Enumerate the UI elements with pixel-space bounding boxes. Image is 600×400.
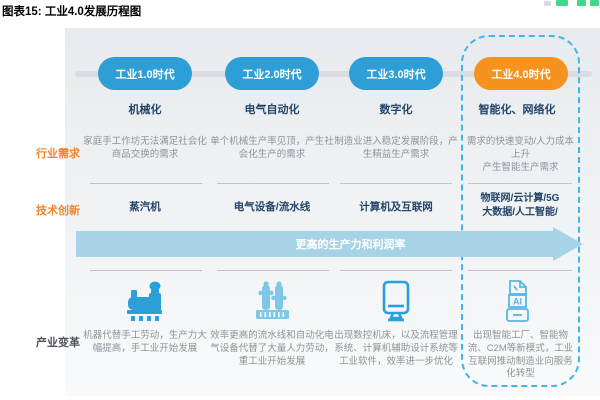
era-subtitle: 智能化、网络化 bbox=[478, 104, 556, 116]
icon-cell: AI bbox=[459, 278, 575, 326]
transform-cell: 效率更高的流水线和自动化电气设备代替了大量人力劳动，重工业开始发展 bbox=[210, 330, 334, 367]
demand-cell: 需求的快速变动/人力成本上升 产生智能生产需求 bbox=[466, 136, 575, 173]
transform-cell: 出现数控机床，以及流程管理系统、计算机辅助设计系统等工业软件，效率进一步优化 bbox=[334, 330, 458, 367]
row-divider bbox=[468, 270, 572, 271]
tech-cell: 电气设备/流水线 bbox=[233, 201, 311, 213]
era-pill-industry-4: 工业4.0时代 bbox=[474, 57, 568, 90]
row-divider bbox=[90, 183, 202, 184]
demand-cell: 单个机械生产率见顶，产生社会化生产的需求 bbox=[210, 136, 334, 160]
ai-badge-label: AI bbox=[513, 297, 522, 307]
toolbar-fragment-icon bbox=[590, 0, 599, 6]
era-pill-industry-2: 工业2.0时代 bbox=[225, 57, 319, 90]
toolbar-fragment-icon bbox=[577, 0, 586, 6]
demand-cell: 制造业进入稳定发展阶段，产生精益生产需求 bbox=[334, 136, 458, 160]
tech-cell: 蒸汽机 bbox=[129, 201, 161, 213]
tech-cell: 计算机及互联网 bbox=[359, 201, 433, 213]
transform-cell: 出现智能工厂、智能物流、C2M等新模式，工业互联网推动制造业向服务化转型 bbox=[467, 330, 574, 380]
factory-icon bbox=[256, 281, 289, 319]
transform-cell: 机器代替手工劳动，生产力大幅提高，手工业开始发展 bbox=[83, 330, 207, 354]
toolbar-fragment-icon bbox=[556, 0, 568, 6]
toolbar-fragment-icon bbox=[544, 1, 551, 6]
productivity-arrow-label: 更高的生产力和利润率 bbox=[295, 239, 406, 251]
row-divider bbox=[90, 270, 202, 271]
ai-doc-icon: AI bbox=[506, 280, 529, 322]
icon-cell bbox=[83, 278, 207, 326]
era-pill-industry-3: 工业3.0时代 bbox=[349, 57, 443, 90]
timeline-line bbox=[75, 71, 592, 77]
row-divider bbox=[340, 270, 452, 271]
monitor-icon bbox=[382, 280, 410, 322]
demand-cell: 家庭手工作坊无法满足社会化商品交换的需求 bbox=[83, 136, 207, 160]
era-subtitle: 机械化 bbox=[128, 104, 162, 116]
row-divider bbox=[468, 183, 572, 184]
era-subtitle: 数字化 bbox=[379, 104, 413, 116]
arrow-head-icon bbox=[553, 227, 583, 261]
figure-title: 图表15: 工业4.0发展历程图 bbox=[2, 6, 142, 18]
era-pill-industry-1: 工业1.0时代 bbox=[98, 57, 192, 90]
row-label-tech-innovation: 技术创新 bbox=[36, 205, 80, 217]
row-divider bbox=[340, 183, 452, 184]
row-label-industry-transform: 产业变革 bbox=[36, 337, 80, 349]
row-label-industry-demand: 行业需求 bbox=[36, 148, 80, 160]
era-subtitle: 电气自动化 bbox=[244, 104, 300, 116]
row-divider bbox=[217, 270, 329, 271]
icon-cell bbox=[334, 278, 458, 326]
industry-4-highlight-ring bbox=[461, 35, 580, 387]
icon-cell bbox=[210, 278, 334, 326]
locomotive-icon bbox=[127, 281, 162, 321]
productivity-arrow: 更高的生产力和利润率 bbox=[76, 231, 553, 257]
row-divider bbox=[217, 183, 329, 184]
tech-cell: 物联网/云计算/5G 大数据/人工智能/ bbox=[480, 193, 560, 218]
